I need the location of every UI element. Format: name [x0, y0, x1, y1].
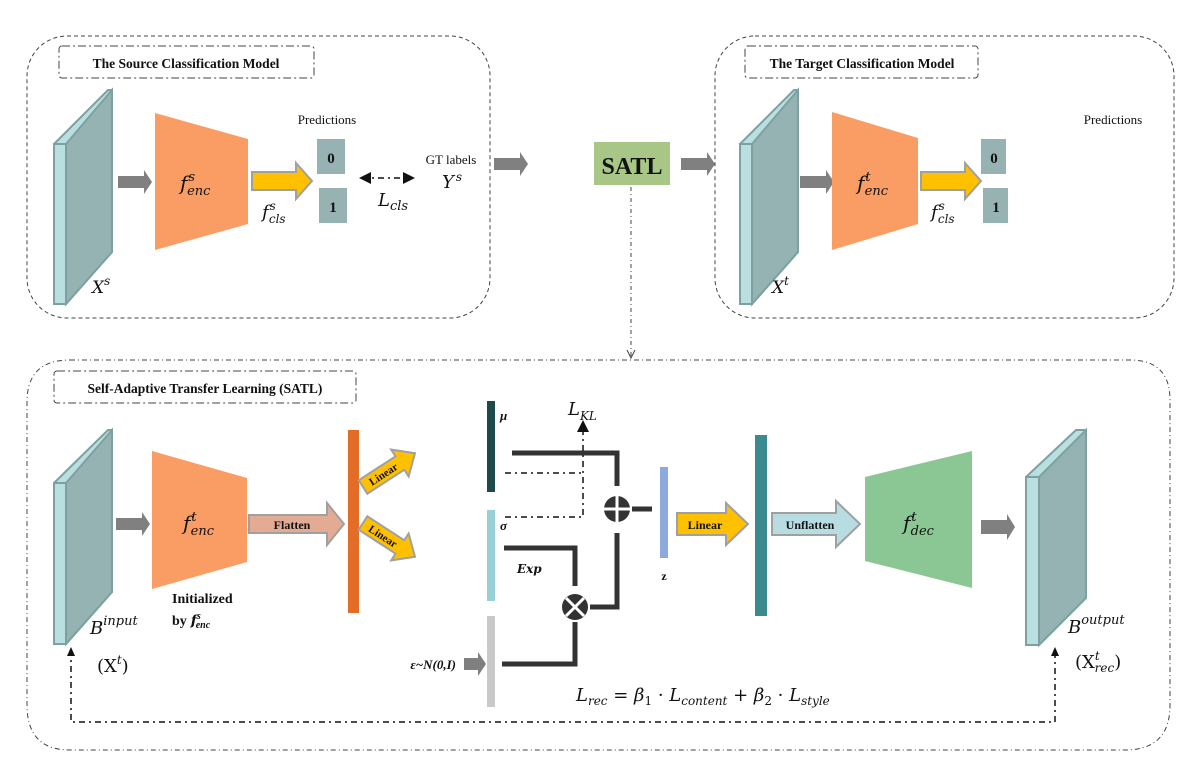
satl-panel-border [26, 359, 1171, 751]
init-line1: Initialized [172, 592, 233, 607]
z-bar [660, 467, 668, 558]
kl-loss-label: LKL [567, 399, 597, 423]
source-input-slab [53, 87, 113, 307]
target-pred-box-0 [981, 139, 1006, 174]
satl-box [594, 142, 670, 185]
satl-module-panel: Self-Adaptive Transfer Learning (SATL) B… [26, 359, 1171, 751]
source-predictions-label: Predictions [298, 112, 357, 127]
arrow-icon [981, 514, 1015, 540]
satl-box-label: SATL [602, 154, 663, 180]
satl-input-label: Binput [89, 614, 138, 639]
flatten-arrow [248, 500, 346, 548]
arrow-icon [116, 512, 150, 536]
target-predictions-label: Predictions [1084, 112, 1143, 127]
source-pred-value-1: 1 [329, 200, 337, 216]
target-panel-border [714, 35, 1175, 319]
satl-input-paren: (Xt) [97, 653, 129, 677]
target-title: The Target Classification Model [770, 56, 955, 71]
unflatten-label: Unflatten [786, 518, 835, 532]
satl-encoder [152, 451, 247, 589]
z-label: z [661, 569, 667, 583]
arrow-icon [464, 652, 486, 676]
reconstruction-feedback-line [70, 652, 1056, 723]
linear-sigma-arrow: Linear [357, 514, 417, 562]
target-pred-value-0: 0 [990, 151, 998, 167]
target-pred-value-1: 1 [992, 200, 1000, 216]
gt-labels-text: GT labels [426, 152, 477, 167]
cls-loss-label: Lcls [377, 190, 408, 214]
target-cls-arrow [920, 160, 983, 202]
multiply-to-plus-line [590, 533, 620, 610]
mu-to-plus-line [512, 450, 620, 486]
linear-z-label: Linear [688, 518, 723, 532]
rec-loss-formula: Lrec = β1 · Lcontent + β2 · Lstyle [575, 685, 830, 708]
source-encoder [155, 113, 248, 250]
arrow-icon [681, 152, 715, 176]
sigma-label: σ [500, 518, 508, 533]
source-panel-border [26, 35, 491, 319]
linear-mu-arrow: Linear [357, 448, 417, 496]
target-input-label: Xt [770, 274, 789, 298]
source-title: The Source Classification Model [93, 56, 280, 71]
arrow-up-icon [67, 647, 75, 656]
sigma-bar [487, 510, 495, 601]
satl-output-label: Boutput [1067, 613, 1125, 638]
source-pred-value-0: 0 [327, 151, 335, 167]
latent-feature-bar [755, 435, 767, 616]
arrow-up-icon [1051, 647, 1059, 656]
source-cls-arrow [251, 160, 314, 202]
arrow-icon [118, 170, 152, 194]
mu-bar [487, 401, 495, 492]
epsilon-label: ε~N(0,I) [410, 657, 456, 672]
sigma-kl-dash [505, 420, 589, 518]
source-title-box [58, 45, 315, 79]
epsilon-to-multiply-line [502, 622, 578, 667]
source-input-label: Xs [90, 274, 110, 298]
target-pred-box-1 [983, 188, 1008, 223]
target-input-slab [739, 87, 799, 307]
target-encoder [832, 112, 918, 250]
satl-input-slab [53, 427, 113, 647]
add-operator-icon [604, 496, 630, 522]
satl-title-box [53, 370, 357, 404]
arrow-icon [800, 170, 834, 194]
exp-label: Exp [516, 562, 542, 576]
arrow-icon [494, 152, 528, 176]
epsilon-bar [487, 616, 495, 707]
satl-title: Self-Adaptive Transfer Learning (SATL) [88, 381, 323, 396]
linear-z-arrow [676, 500, 750, 548]
mu-label: μ [499, 408, 507, 423]
flatten-label: Flatten [274, 518, 311, 532]
flattened-feature-bar [348, 430, 359, 613]
chevron-down-icon [626, 349, 636, 360]
satl-output-slab [1025, 427, 1087, 648]
sigma-exp-line [504, 545, 578, 586]
unflatten-arrow [771, 498, 862, 550]
source-pred-box-1 [319, 188, 347, 223]
multiply-operator-icon [562, 594, 588, 620]
source-pred-box-0 [317, 139, 345, 174]
satl-decoder [865, 451, 972, 588]
target-title-box [744, 45, 979, 79]
